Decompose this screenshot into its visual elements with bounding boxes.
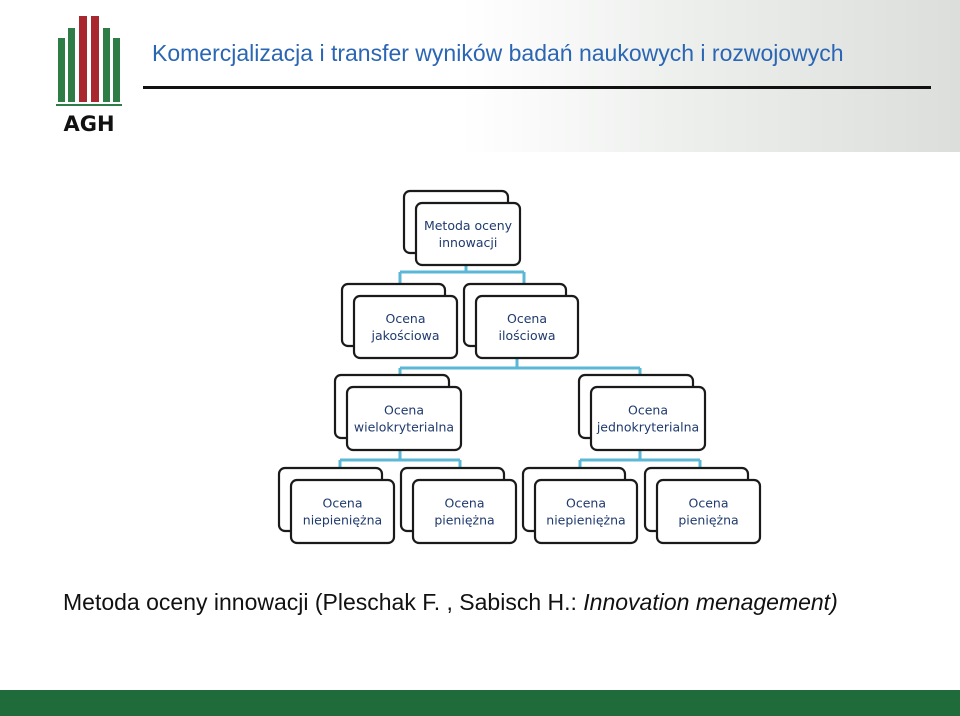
node-single-mon: Ocena pieniężna <box>643 466 762 545</box>
node-box <box>655 478 762 545</box>
node-single: Ocena jednokryterialna <box>577 373 707 452</box>
node-label-line: niepieniężna <box>546 513 625 528</box>
header: AGH Komercjalizacja i transfer wyników b… <box>0 0 960 152</box>
node-label-line: Ocena <box>507 311 547 326</box>
footer-bar <box>0 690 960 716</box>
node-label-line: Ocena <box>628 403 668 418</box>
node-multi: Ocena wielokryterialna <box>333 373 463 452</box>
connector-lines <box>338 265 702 474</box>
node-box <box>345 385 463 452</box>
node-label-line: jednokryterialna <box>596 420 699 435</box>
node-multi-mon: Ocena pieniężna <box>399 466 518 545</box>
node-box <box>589 385 707 452</box>
node-label-line: niepieniężna <box>303 513 382 528</box>
node-quant: Ocena ilościowa <box>462 282 580 360</box>
node-label-line: wielokryterialna <box>354 420 454 435</box>
node-label-line: Ocena <box>386 311 426 326</box>
node-multi-nonmon: Ocena niepieniężna <box>277 466 396 545</box>
node-label-line: Ocena <box>566 496 606 511</box>
node-box <box>289 478 396 545</box>
node-single-nonmon: Ocena niepieniężna <box>521 466 639 545</box>
node-label-line: pieniężna <box>434 513 494 528</box>
node-label-line: innowacji <box>439 235 498 250</box>
node-box <box>533 478 639 545</box>
node-label-line: Metoda oceny <box>424 218 513 233</box>
node-label-line: pieniężna <box>678 513 738 528</box>
title-underline <box>143 86 931 89</box>
figure-caption: Metoda oceny innowacji (Pleschak F. , Sa… <box>63 589 838 616</box>
node-box <box>474 294 580 360</box>
node-root: Metoda oceny innowacji <box>402 189 522 267</box>
node-box <box>414 201 522 267</box>
caption-main: Metoda oceny innowacji (Pleschak F. , Sa… <box>63 589 584 615</box>
node-label-line: ilościowa <box>499 328 556 343</box>
node-label-line: Ocena <box>689 496 729 511</box>
node-box <box>352 294 459 360</box>
node-qual: Ocena jakościowa <box>340 282 459 360</box>
page-title: Komercjalizacja i transfer wyników badań… <box>152 40 844 66</box>
caption-italic: Innovation menagement) <box>583 589 838 615</box>
node-label-line: Ocena <box>384 403 424 418</box>
logo-text: AGH <box>63 112 114 134</box>
node-label-line: Ocena <box>445 496 485 511</box>
node-label-line: Ocena <box>323 496 363 511</box>
agh-logo: AGH <box>56 16 122 134</box>
node-label-line: jakościowa <box>371 328 440 343</box>
node-box <box>411 478 518 545</box>
